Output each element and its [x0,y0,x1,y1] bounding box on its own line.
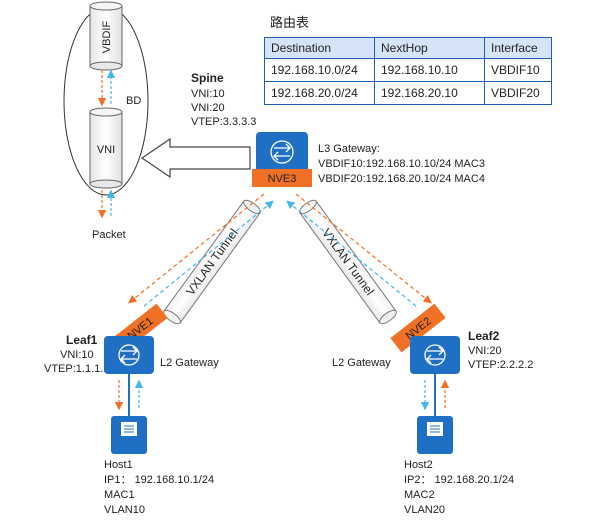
nve2-badge [390,303,446,353]
host1-node: Host1 IP1： 192.168.10.1/24 MAC1 VLAN10 [104,416,214,516]
host1-vlan: VLAN10 [104,504,145,516]
host2-mac: MAC2 [404,489,435,501]
bd-legend: VBDIF BD VNI Packet [63,1,149,241]
table-cell: 192.168.10.10 [374,58,485,82]
vbdif-cylinder [89,5,123,67]
bd-label: BD [126,95,141,107]
vxlan-tunnel-left: VXLAN Tunnel [128,193,274,325]
host1-ip: IP1： 192.168.10.1/24 [104,474,214,486]
table-cell: 192.168.20.10 [374,81,485,105]
host2-name: Host2 [404,459,433,471]
table-row: 192.168.20.0/24 192.168.20.10 VBDIF20 [264,81,552,105]
vbdif-label: VBDIF [101,21,113,54]
tunnel-right-label: VXLAN Tunnel [319,226,377,298]
leaf1-name: Leaf1 [66,333,98,347]
nve3-label: NVE3 [268,173,297,185]
leaf2-node: Leaf2 VNI:20 VTEP:2.2.2.2 NVE2 L2 Gatewa… [332,303,533,416]
leaf2-vni: VNI:20 [468,345,502,357]
table-cell: VBDIF10 [484,58,552,82]
host2-ip: IP2： 192.168.20.1/24 [404,474,514,486]
route-table: Destination NextHop Interface 192.168.10… [264,37,552,105]
leaf1-node: Leaf1 VNI:10 VTEP:1.1.1.1 NVE1 L2 Gatewa… [44,303,219,416]
host1-name: Host1 [104,459,133,471]
spine-vtep: VTEP:3.3.3.3 [191,116,256,128]
dashed-arrow [295,193,432,304]
packet-label: Packet [92,229,126,241]
table-row: 192.168.10.0/24 192.168.10.10 VBDIF10 [264,58,552,82]
spine-name: Spine [191,71,224,85]
route-table-title: 路由表 [270,16,310,31]
leaf2-vtep: VTEP:2.2.2.2 [468,359,533,371]
col-destination: Destination [264,37,375,59]
zoom-arrow [140,137,251,179]
l3-gateway-title: L3 Gateway: [318,143,380,155]
l3-gateway-vbdif20: VBDIF20:192.168.20.10/24 MAC4 [318,173,485,185]
leaf1-vtep: VTEP:1.1.1.1 [44,363,109,375]
nve3-badge [252,169,312,187]
leaf1-gateway: L2 Gateway [160,357,219,369]
spine-node: Spine VNI:10 VNI:20 VTEP:3.3.3.3 NVE3 L3… [191,71,485,187]
spine-vni20: VNI:20 [191,102,225,114]
col-nexthop: NextHop [374,37,485,59]
host2-vlan: VLAN20 [404,504,445,516]
table-cell: 192.168.20.0/24 [264,81,375,105]
route-table-header: Destination NextHop Interface [264,37,552,59]
l3-gateway-vbdif10: VBDIF10:192.168.10.10/24 MAC3 [318,158,485,170]
tunnel-left-label: VXLAN Tunnel [183,226,241,298]
leaf2-name: Leaf2 [468,329,500,343]
leaf2-gateway: L2 Gateway [332,357,391,369]
vxlan-tunnel-right: VXLAN Tunnel [286,193,432,325]
table-cell: VBDIF20 [484,81,552,105]
leaf1-vni: VNI:10 [60,349,94,361]
host2-node: Host2 IP2： 192.168.20.1/24 MAC2 VLAN20 [404,416,514,516]
spine-switch-icon [256,132,308,172]
host1-mac: MAC1 [104,489,135,501]
vni-label: VNI [97,144,115,156]
spine-vni10: VNI:10 [191,88,225,100]
vni-cylinder [89,111,123,185]
leaf1-switch-icon [104,336,154,374]
dashed-arrow [128,193,265,304]
leaf2-switch-icon [410,336,460,374]
col-interface: Interface [484,37,552,59]
